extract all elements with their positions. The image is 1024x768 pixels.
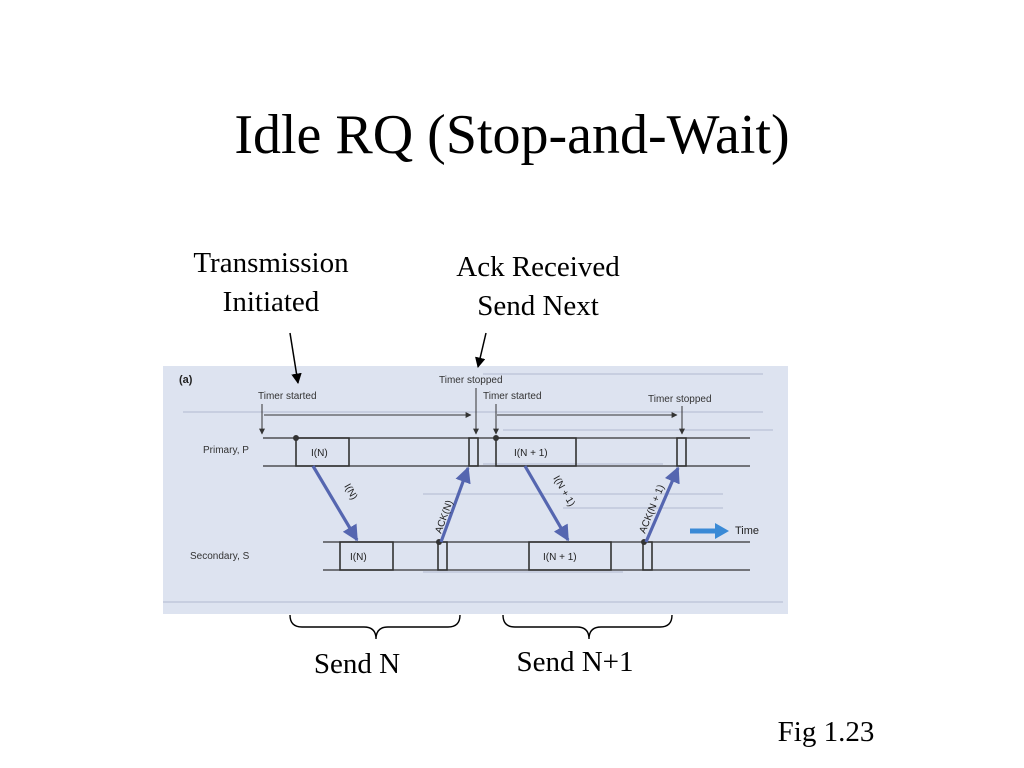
brace-send-n-plus-1: [502, 614, 673, 640]
callout-transmission-line-2: Initiated: [222, 286, 320, 318]
panel-label: (a): [179, 374, 193, 386]
timer-started-label-1: Timer started: [258, 391, 317, 402]
timer-stopped-label-1: Timer stopped: [439, 375, 503, 386]
secondary-station-label: Secondary, S: [190, 551, 250, 562]
frame-i-n1-secondary-label: I(N + 1): [543, 552, 577, 563]
callout-arrow-ack: [475, 332, 487, 369]
timer-ticks: [259, 388, 685, 435]
time-arrow-head: [715, 523, 729, 539]
time-label: Time: [735, 525, 759, 537]
frame-i-n1-primary: [495, 437, 577, 467]
frame-i-n1-primary-label: I(N + 1): [514, 448, 548, 459]
ack-frame-primary-1: [468, 437, 479, 467]
brace-label-send-n-plus-1: Send N+1: [516, 646, 634, 678]
primary-station-label: Primary, P: [203, 445, 249, 456]
callout-transmission-line-1: Transmission: [193, 247, 349, 279]
callout-ack-received: Ack Received Send Next: [430, 248, 646, 326]
frame-i-n-secondary: [339, 541, 394, 571]
arrow-ack-n: [439, 466, 471, 543]
ack-frame-primary-2: [676, 437, 687, 467]
frame-i-n-secondary-label: I(N): [350, 552, 367, 563]
frame-i-n-primary-label: I(N): [311, 448, 328, 459]
stop-and-wait-diagram: (a) Primary, P Secondary, S Timer starte…: [163, 366, 788, 614]
figure-label: Fig 1.23: [777, 716, 875, 748]
transfer-arrows: [311, 465, 680, 543]
i-n1-start-dot: [493, 435, 499, 441]
timer-stopped-label-2: Timer stopped: [648, 394, 712, 405]
frame-i-n-primary: [295, 437, 350, 467]
callout-arrow-transmission: [289, 332, 302, 385]
arrow-ack-n1: [644, 466, 680, 543]
slide-title: Idle RQ (Stop-and-Wait): [234, 104, 790, 166]
frame-i-n1-secondary: [528, 541, 612, 571]
timer-started-label-2: Timer started: [483, 391, 542, 402]
arrow-i-n: [311, 465, 359, 542]
brace-send-n: [289, 614, 461, 640]
transmission-start-dot: [293, 435, 299, 441]
background-texture: [163, 373, 783, 603]
callout-ack-line-1: Ack Received: [456, 251, 620, 283]
callout-ack-line-2: Send Next: [477, 290, 599, 322]
arrow-i-n1: [523, 465, 570, 542]
callout-transmission-initiated: Transmission Initiated: [168, 244, 374, 322]
brace-label-send-n: Send N: [313, 648, 401, 680]
